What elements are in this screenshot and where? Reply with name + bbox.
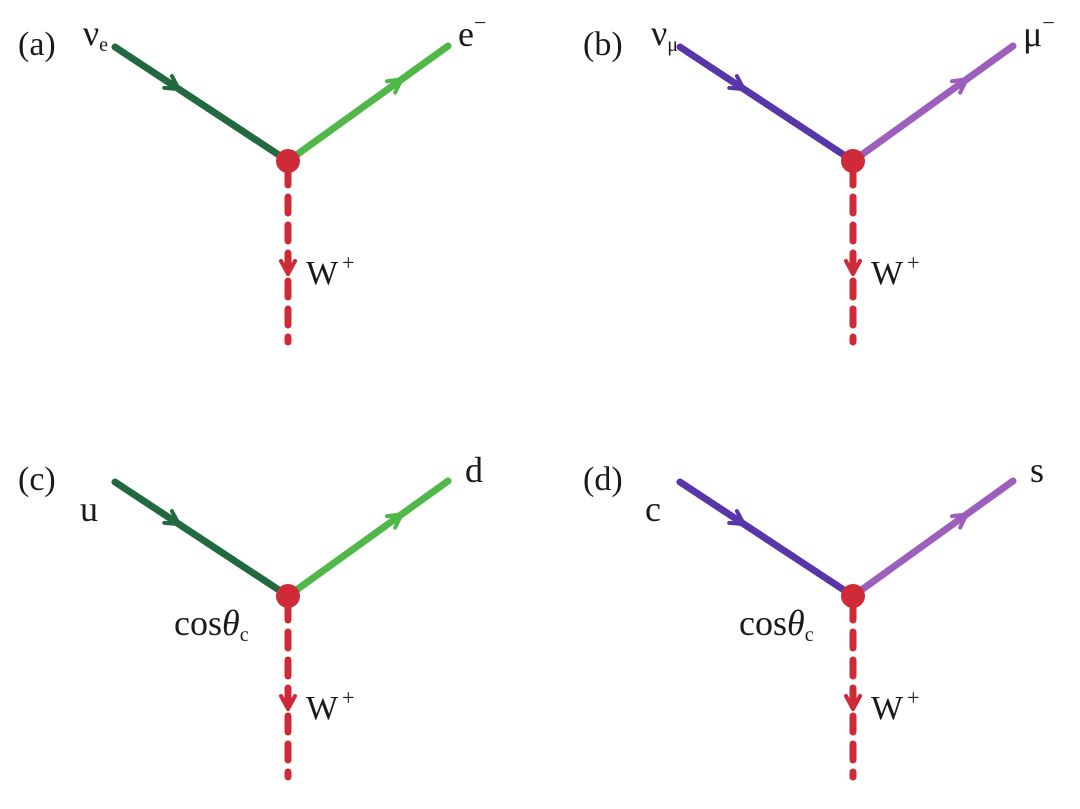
outgoing-particle-superscript: − bbox=[1042, 10, 1054, 35]
diagram-panel-d: (d) c sW+ cosθc bbox=[583, 450, 1044, 781]
outgoing-fermion-line bbox=[849, 42, 1017, 165]
coupling-label: cosθc bbox=[739, 603, 814, 646]
incoming-arrow-icon bbox=[162, 509, 181, 527]
incoming-fermion-line bbox=[676, 478, 857, 600]
panel-label: (c) bbox=[18, 461, 56, 498]
incoming-particle-subscript: e bbox=[99, 34, 108, 56]
panel-label: (a) bbox=[18, 26, 56, 63]
w-boson-arrow-icon bbox=[279, 694, 297, 711]
incoming-particle-symbol: ν bbox=[83, 13, 99, 53]
incoming-fermion-line bbox=[676, 43, 857, 165]
outgoing-particle-symbol: e bbox=[458, 14, 474, 54]
panel-label: (b) bbox=[583, 26, 623, 63]
incoming-particle-label: νμ bbox=[651, 13, 678, 56]
outgoing-fermion-line bbox=[284, 477, 452, 600]
incoming-arrow-icon bbox=[727, 509, 746, 527]
outgoing-particle-superscript: − bbox=[474, 10, 486, 35]
w-boson-charge: + bbox=[342, 685, 354, 710]
outgoing-fermion-line bbox=[284, 42, 452, 165]
w-boson-label: W+ bbox=[871, 250, 920, 292]
incoming-particle-symbol: u bbox=[80, 489, 98, 529]
incoming-particle-label: νe bbox=[83, 13, 108, 56]
coupling-label: cosθc bbox=[174, 603, 249, 646]
w-boson-label: W+ bbox=[306, 685, 355, 727]
outgoing-particle-label: d bbox=[465, 450, 483, 490]
vertex-dot bbox=[841, 584, 865, 608]
incoming-arrow-icon bbox=[727, 74, 746, 92]
w-boson-arrow-icon bbox=[844, 694, 862, 711]
panel-label: (d) bbox=[583, 461, 623, 498]
incoming-fermion-line bbox=[111, 478, 292, 600]
incoming-particle-label: u bbox=[80, 489, 98, 529]
diagram-panel-c: (c) u dW+ cosθc bbox=[18, 450, 483, 781]
incoming-particle-label: c bbox=[645, 489, 661, 529]
outgoing-fermion-line bbox=[849, 477, 1017, 600]
outgoing-particle-symbol: d bbox=[465, 450, 483, 490]
w-boson-arrow-icon bbox=[844, 259, 862, 276]
outgoing-particle-label: μ− bbox=[1023, 10, 1055, 54]
incoming-particle-symbol: ν bbox=[651, 13, 667, 53]
outgoing-particle-label: e− bbox=[458, 10, 486, 54]
incoming-fermion-line bbox=[111, 43, 292, 165]
outgoing-arrow-icon bbox=[949, 77, 969, 95]
w-boson-label: W+ bbox=[871, 685, 920, 727]
outgoing-particle-label: s bbox=[1030, 450, 1044, 490]
w-boson-arrow-icon bbox=[279, 259, 297, 276]
vertex-dot bbox=[276, 149, 300, 173]
incoming-particle-symbol: c bbox=[645, 489, 661, 529]
w-boson-charge: + bbox=[342, 250, 354, 275]
outgoing-particle-symbol: μ bbox=[1023, 14, 1042, 54]
outgoing-arrow-icon bbox=[384, 512, 404, 530]
w-boson-charge: + bbox=[907, 250, 919, 275]
outgoing-particle-symbol: s bbox=[1030, 450, 1044, 490]
outgoing-arrow-icon bbox=[384, 77, 404, 95]
incoming-arrow-icon bbox=[162, 74, 181, 92]
incoming-particle-subscript: μ bbox=[667, 34, 678, 56]
w-boson-label: W+ bbox=[306, 250, 355, 292]
vertex-dot bbox=[841, 149, 865, 173]
outgoing-arrow-icon bbox=[949, 512, 969, 530]
vertex-dot bbox=[276, 584, 300, 608]
w-boson-charge: + bbox=[907, 685, 919, 710]
